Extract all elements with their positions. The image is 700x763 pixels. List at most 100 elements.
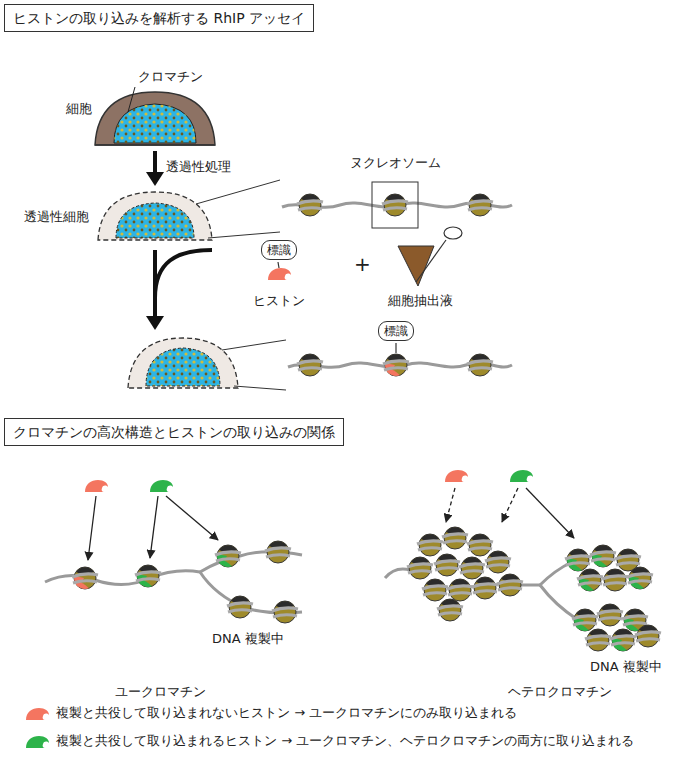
illustration-part (434, 554, 460, 576)
histone-swatch (26, 736, 49, 748)
tag-string (395, 343, 396, 353)
illustration-part (150, 480, 173, 492)
nucleosome-chain (282, 182, 512, 228)
label-tag: 標識 (261, 240, 297, 260)
illustration-part (146, 172, 164, 186)
extract-tube (398, 227, 462, 286)
illustration-part (572, 609, 598, 631)
plus-sign: + (354, 252, 371, 276)
section-title-box: クロマチンの高次構造とヒストンの取り込みの関係 (4, 418, 344, 446)
illustration-part (577, 569, 603, 591)
illustration-part (565, 549, 591, 571)
tag-string (278, 262, 279, 268)
illustration-part (635, 625, 661, 647)
legend-entry: 複製と共役して取り込まれないヒストン → ユークロマチンにのみ取り込まれる (26, 704, 517, 722)
illustration-part (227, 596, 253, 618)
illustration-part (444, 227, 462, 239)
illustration-part (597, 604, 623, 626)
illustration-part (155, 250, 212, 298)
illustration-part (146, 348, 220, 386)
illustration-part (72, 567, 98, 589)
illustration-part (135, 565, 161, 587)
box-text: ヒストンの取り込みを解析する RhIP アッセイ (13, 9, 305, 27)
illustration-part (150, 496, 158, 558)
histone-symbol (268, 268, 291, 280)
illustration-part (610, 629, 636, 651)
illustration-part (502, 488, 518, 522)
illustration-part (114, 104, 196, 143)
step-label: 透過性処理 (166, 158, 231, 175)
illustration-part (422, 579, 448, 601)
nucleosome-chain (288, 354, 512, 376)
illustration-part (385, 569, 410, 578)
illustration-part (45, 571, 200, 585)
illustration-part (497, 574, 523, 596)
legend-text: 複製と共役して取り込まれないヒストン → ユークロマチンにのみ取り込まれる (56, 705, 517, 720)
illustration-part (383, 354, 409, 376)
illustration-part (602, 569, 628, 591)
state-label: DNA 複製中 (212, 630, 284, 647)
illustration-part (116, 203, 194, 238)
euchromatin-drawing (45, 480, 302, 623)
illustration-part (166, 496, 218, 540)
permeabilized-cell (98, 192, 212, 240)
illustration-part (510, 470, 533, 482)
illustration-part (467, 354, 493, 376)
illustration-part (372, 182, 418, 228)
illustration-part (398, 246, 434, 286)
illustration-part (416, 240, 446, 282)
illustration-part (467, 194, 493, 216)
heterochromatin-drawing (385, 470, 661, 651)
illustration-part (215, 545, 241, 567)
illustration-part (114, 104, 196, 143)
legend-entry: 複製と共役して取り込まれるヒストン → ユークロマチン、ヘテロクロマチンの両方に… (26, 732, 634, 750)
part-label: クロマチン (138, 68, 203, 85)
illustration-part (485, 551, 511, 573)
illustration-part (437, 599, 463, 621)
legend-swatch (26, 707, 50, 721)
process-arrow (146, 151, 164, 186)
box-text: 標識 (267, 242, 291, 258)
merge-arrow (146, 250, 212, 330)
illustration-part (146, 348, 220, 386)
zoom-line (208, 232, 280, 238)
legend-swatch (26, 735, 50, 749)
state-label: DNA 複製中 (590, 658, 662, 675)
illustration-part (526, 488, 574, 538)
illustration-part (590, 545, 616, 567)
histone-swatch (26, 708, 49, 720)
region-label: ユークロマチン (115, 683, 206, 700)
illustration-part (407, 557, 433, 579)
label-tag: 標識 (378, 321, 414, 341)
illustration-part (447, 579, 473, 601)
illustration-part (627, 567, 653, 589)
illustration-part (297, 194, 323, 216)
illustration-part (585, 629, 611, 651)
leader-line (128, 87, 135, 112)
part-label: ヒストン (253, 292, 305, 309)
illustration-part (446, 488, 455, 522)
box-text: クロマチンの高次構造とヒストンの取り込みの関係 (13, 423, 335, 441)
illustration-part (297, 354, 323, 376)
illustration-part (540, 585, 578, 620)
box-text: 標識 (384, 323, 408, 339)
part-label: 細胞抽出液 (388, 292, 453, 309)
permeabilized-cell (128, 338, 238, 388)
illustration-part (467, 534, 493, 556)
illustration-part (88, 496, 96, 560)
legend-text: 複製と共役して取り込まれるヒストン → ユークロマチン、ヘテロクロマチンの両方に… (56, 733, 634, 748)
part-label: 細胞 (66, 100, 92, 117)
zoom-line (196, 180, 280, 204)
illustration-part (445, 470, 468, 482)
illustration-part (272, 601, 298, 623)
section-title-box: ヒストンの取り込みを解析する RhIP アッセイ (4, 4, 314, 32)
illustration-part (382, 194, 408, 216)
zoom-line (222, 340, 286, 350)
illustration-part (128, 338, 238, 388)
region-label: ヘテロクロマチン (508, 683, 612, 700)
illustration-part (472, 577, 498, 599)
cell-drawing (95, 92, 215, 145)
